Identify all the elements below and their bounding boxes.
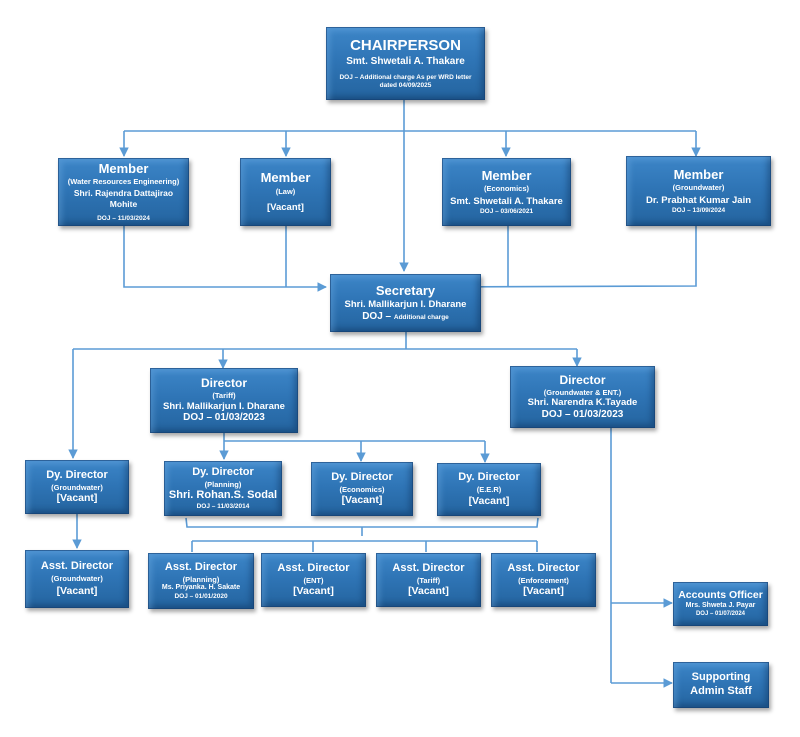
asst-director-name: Ms. Priyanka. H. Sakate — [161, 584, 241, 592]
member-dept: (Law) — [275, 186, 296, 196]
member-title: Member — [260, 170, 311, 186]
dy-director-title: Dy. Director — [46, 468, 108, 481]
secretary-title: Secretary — [375, 282, 436, 298]
asst-director-box-groundwater: Asst. Director (Groundwater) [Vacant] — [25, 550, 129, 608]
asst-director-dept: (Groundwater) — [51, 573, 103, 583]
admin-staff-title: Supporting Admin Staff — [690, 671, 752, 697]
accounts-officer-title: Accounts Officer — [678, 589, 763, 602]
secretary-box: Secretary Shri. Mallikarjun I. Dharane D… — [330, 274, 481, 332]
asst-director-doj: DOJ – 01/01/2020 — [174, 592, 228, 600]
accounts-officer-name: Mrs. Shweta J. Payar — [685, 602, 756, 610]
member-box-wre: Member (Water Resources Engineering) Shr… — [58, 158, 189, 226]
dy-director-title: Dy. Director — [331, 470, 393, 483]
member-dept: (Groundwater) — [672, 182, 725, 192]
dy-director-dept: (E.E.R) — [476, 485, 502, 495]
dy-director-dept: (Economics) — [339, 484, 385, 494]
member-dept: (Water Resources Engineering) — [67, 176, 180, 186]
member-box-groundwater: Member (Groundwater) Dr. Prabhat Kumar J… — [626, 156, 771, 226]
member-box-law: Member (Law) [Vacant] — [240, 158, 331, 226]
chairperson-title: CHAIRPERSON — [350, 37, 461, 55]
asst-director-title: Asst. Director — [507, 561, 580, 574]
director-box-tariff: Director (Tariff) Shri. Mallikarjun I. D… — [150, 368, 298, 433]
director-name: Shri. Narendra K.Tayade — [527, 397, 638, 408]
admin-staff-box: Supporting Admin Staff — [673, 662, 769, 708]
member-title: Member — [98, 160, 149, 176]
member-name: Smt. Shwetali A. Thakare — [450, 196, 563, 208]
asst-director-title: Asst. Director — [277, 561, 350, 574]
asst-director-box-ent: Asst. Director (ENT) [Vacant] — [261, 553, 366, 607]
asst-director-name: [Vacant] — [293, 585, 334, 597]
director-title: Director — [559, 372, 606, 387]
asst-director-box-tariff: Asst. Director (Tariff) [Vacant] — [376, 553, 481, 607]
director-dept: (Tariff) — [212, 391, 236, 401]
dy-director-name: [Vacant] — [56, 492, 98, 504]
member-title: Member — [673, 166, 724, 182]
asst-director-dept: (Planning) — [182, 574, 220, 584]
connector-member-4-secretary — [421, 226, 697, 292]
director-doj: DOJ – 01/03/2023 — [541, 408, 624, 420]
dy-director-name: [Vacant] — [341, 494, 383, 506]
asst-director-title: Asst. Director — [392, 561, 465, 574]
dy-director-box-groundwater: Dy. Director (Groundwater) [Vacant] — [25, 460, 129, 514]
dy-director-dept: (Planning) — [204, 479, 242, 489]
asst-director-name: [Vacant] — [408, 585, 449, 597]
dy-director-box-economics: Dy. Director (Economics) [Vacant] — [311, 462, 413, 516]
director-doj: DOJ – 01/03/2023 — [183, 412, 265, 424]
secretary-doj-value: Additional charge — [393, 313, 449, 321]
dy-director-doj: DOJ – 11/03/2014 — [196, 502, 250, 510]
dy-director-name: [Vacant] — [468, 494, 510, 507]
member-name: Shri. Rajendra Dattajirao Mohite — [73, 188, 174, 209]
dy-director-title: Dy. Director — [458, 471, 520, 484]
member-dept: (Economics) — [483, 183, 529, 193]
member-title: Member — [481, 167, 532, 183]
secretary-doj: DOJ – Additional charge — [362, 311, 449, 324]
asst-director-name: [Vacant] — [523, 585, 564, 597]
asst-director-dept: (Tariff) — [416, 575, 441, 585]
secretary-doj-label: DOJ – — [362, 310, 392, 322]
chairperson-box: CHAIRPERSON Smt. Shwetali A. Thakare DOJ… — [326, 27, 485, 100]
dy-director-name: Shri. Rohan.S. Sodal — [168, 489, 278, 502]
dy-director-box-planning: Dy. Director (Planning) Shri. Rohan.S. S… — [164, 461, 282, 516]
director-box-groundwater: Director (Groundwater & ENT.) Shri. Nare… — [510, 366, 655, 428]
accounts-officer-box: Accounts Officer Mrs. Shweta J. Payar DO… — [673, 582, 768, 626]
director-dept: (Groundwater & ENT.) — [543, 387, 622, 397]
asst-director-title: Asst. Director — [40, 559, 114, 572]
connector-member-1-secretary — [123, 226, 327, 292]
asst-director-title: Asst. Director — [164, 561, 238, 573]
asst-director-box-planning: Asst. Director (Planning) Ms. Priyanka. … — [148, 553, 254, 609]
member-doj: DOJ – 13/09/2024 — [671, 207, 726, 215]
member-name: [Vacant] — [267, 201, 304, 213]
accounts-officer-doj: DOJ – 01/07/2024 — [695, 611, 746, 618]
connector-bracket — [185, 517, 539, 528]
secretary-name: Shri. Mallikarjun I. Dharane — [344, 298, 467, 310]
member-doj: DOJ – 11/03/2024 — [97, 215, 150, 223]
member-name: Dr. Prabhat Kumar Jain — [645, 195, 752, 207]
director-name: Shri. Mallikarjun I. Dharane — [163, 400, 285, 412]
chairperson-doj: DOJ – Additional charge As per WRD lette… — [339, 73, 472, 89]
member-doj: DOJ – 03/06/2021 — [479, 208, 534, 216]
asst-director-box-enforcement: Asst. Director (Enforcement) [Vacant] — [491, 553, 596, 607]
asst-director-dept: (ENT) — [303, 575, 324, 585]
asst-director-name: [Vacant] — [56, 585, 98, 597]
dy-director-title: Dy. Director — [192, 466, 254, 478]
dy-director-dept: (Groundwater) — [51, 482, 103, 492]
chairperson-name: Smt. Shwetali A. Thakare — [346, 56, 465, 67]
director-title: Director — [200, 376, 247, 391]
member-box-economics: Member (Economics) Smt. Shwetali A. Thak… — [442, 158, 571, 226]
dy-director-box-eer: Dy. Director (E.E.R) [Vacant] — [437, 463, 541, 516]
asst-director-dept: (Enforcement) — [518, 575, 569, 585]
